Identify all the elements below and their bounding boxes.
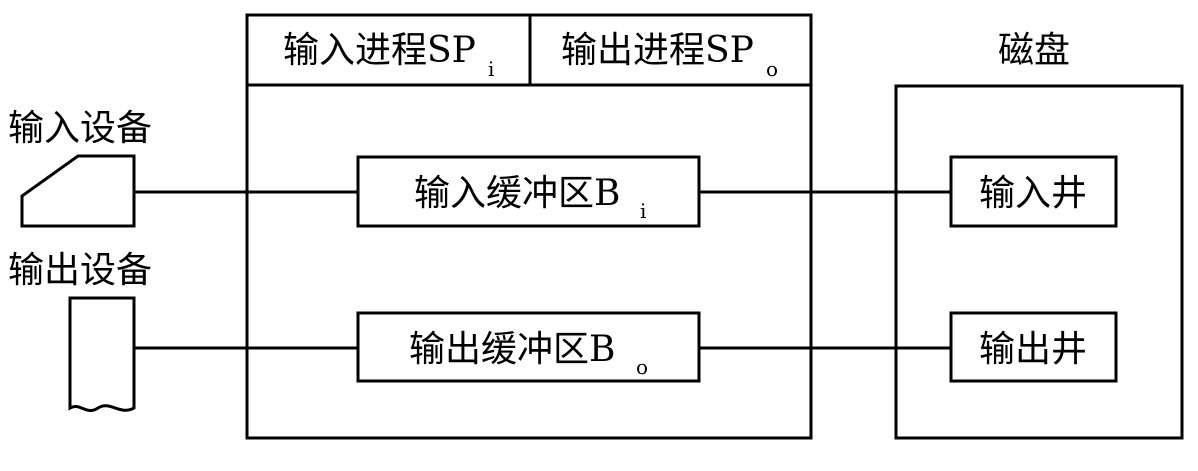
input-process-label: 输入进程SP i bbox=[283, 30, 494, 81]
disk-label: 磁盘 bbox=[998, 30, 1070, 71]
input-well-label: 输入井 bbox=[979, 173, 1087, 214]
output-device-icon bbox=[68, 296, 136, 413]
output-well-label: 输出井 bbox=[979, 329, 1087, 370]
output-buffer-main: 输出缓冲区B bbox=[409, 329, 615, 370]
input-device-label: 输入设备 bbox=[8, 108, 152, 149]
input-process-sub: i bbox=[488, 57, 494, 81]
input-buffer-main: 输入缓冲区B bbox=[414, 173, 620, 214]
output-buffer-sub: o bbox=[636, 355, 648, 379]
disk-box bbox=[894, 84, 1184, 440]
input-buffer-sub: i bbox=[640, 199, 646, 223]
input-device-icon bbox=[20, 154, 136, 228]
output-process-sub: o bbox=[766, 57, 778, 81]
output-process-label: 输出进程SP o bbox=[561, 30, 778, 81]
output-device-label: 输出设备 bbox=[8, 250, 152, 291]
input-process-main: 输入进程SP bbox=[283, 30, 476, 71]
output-process-main: 输出进程SP bbox=[561, 30, 754, 71]
